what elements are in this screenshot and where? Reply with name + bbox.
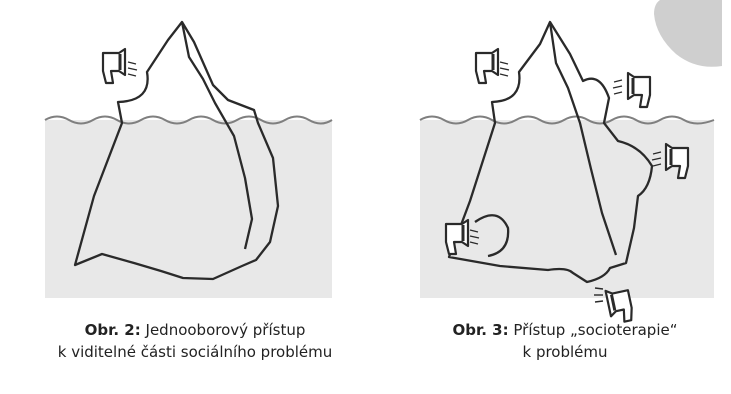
caption-left: Obr. 2: Jednooborový přístup k viditelné… bbox=[30, 319, 360, 363]
right-figure bbox=[420, 0, 722, 324]
caption-left-text1: Jednooborový přístup bbox=[146, 321, 306, 339]
caption-right: Obr. 3: Přístup „socioterapie“ k problém… bbox=[400, 319, 730, 363]
caption-right-line2: k problému bbox=[400, 341, 730, 363]
caption-left-line1: Obr. 2: Jednooborový přístup bbox=[30, 319, 360, 341]
left-figure bbox=[45, 22, 332, 298]
caption-right-text1: Přístup „socioterapie“ bbox=[513, 321, 677, 339]
figure-label-right: Obr. 3: bbox=[452, 321, 508, 339]
figure-label-left: Obr. 2: bbox=[85, 321, 141, 339]
sun-icon bbox=[654, 0, 722, 67]
spotlight-icon bbox=[613, 73, 650, 107]
water-area bbox=[45, 120, 332, 298]
caption-right-line1: Obr. 3: Přístup „socioterapie“ bbox=[400, 319, 730, 341]
spotlight-icon bbox=[476, 49, 509, 83]
caption-left-line2: k viditelné části sociálního problému bbox=[30, 341, 360, 363]
spotlight-icon bbox=[103, 49, 137, 83]
